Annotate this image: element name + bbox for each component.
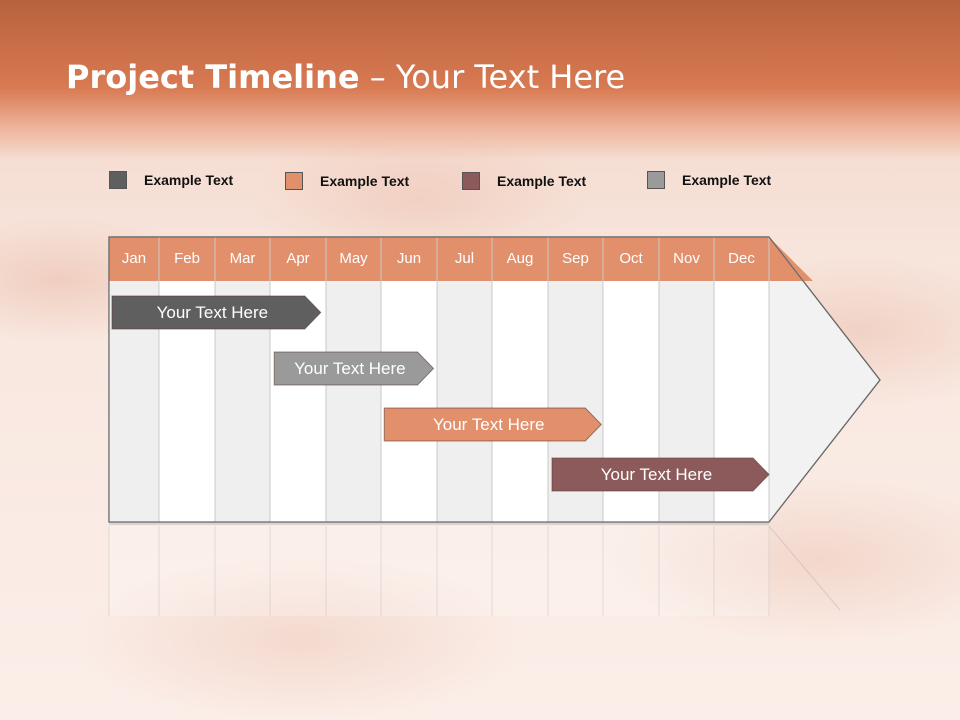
legend-label-2: Example Text	[320, 173, 410, 189]
month-label-feb: Feb	[174, 250, 200, 267]
task-bar-4	[551, 457, 770, 492]
legend-swatch-4	[647, 171, 665, 189]
legend-label-3: Example Text	[497, 173, 587, 189]
task-bar-label-4: Your Text Here	[600, 465, 713, 484]
task-bar-1	[111, 295, 322, 330]
month-column	[437, 281, 492, 522]
header-arrow-corner	[769, 237, 813, 281]
month-label-aug: Aug	[506, 250, 534, 267]
legend-swatch-2	[285, 172, 303, 190]
month-column	[381, 281, 437, 522]
timeline-arrow-outline	[108, 236, 881, 523]
task-bar-label-1: Your Text Here	[156, 303, 269, 322]
legend-label-4: Example Text	[682, 172, 772, 188]
month-label-mar: Mar	[229, 250, 256, 267]
month-label-jun: Jun	[396, 250, 422, 267]
slide-title: Project Timeline – Your Text Here	[66, 58, 625, 96]
month-label-sep: Sep	[562, 250, 589, 267]
task-bar-2	[273, 351, 435, 386]
legend-swatch-1	[109, 171, 127, 189]
legend-item-4: Example Text	[647, 171, 771, 189]
header-band	[0, 0, 960, 160]
month-column	[326, 281, 381, 522]
legend-item-1: Example Text	[109, 171, 233, 189]
task-bar-3	[383, 407, 602, 442]
month-label-may: May	[339, 250, 368, 267]
legend-item-2: Example Text	[285, 172, 409, 190]
title-rest: – Your Text Here	[359, 58, 626, 96]
month-label-nov: Nov	[673, 250, 700, 267]
task-bar-label-3: Your Text Here	[432, 415, 545, 434]
legend-swatch-3	[462, 172, 480, 190]
month-label-apr: Apr	[286, 250, 310, 267]
legend-item-3: Example Text	[462, 172, 586, 190]
task-bar-label-2: Your Text Here	[294, 359, 406, 378]
month-label-oct: Oct	[619, 250, 643, 267]
title-bold: Project Timeline	[66, 58, 360, 96]
legend-label-1: Example Text	[144, 172, 234, 188]
timeline-reflection	[109, 526, 769, 616]
month-label-jan: Jan	[121, 250, 147, 267]
month-label-dec: Dec	[728, 250, 755, 267]
month-label-jul: Jul	[454, 250, 475, 267]
month-column	[492, 281, 548, 522]
reflection-edge	[768, 525, 841, 611]
